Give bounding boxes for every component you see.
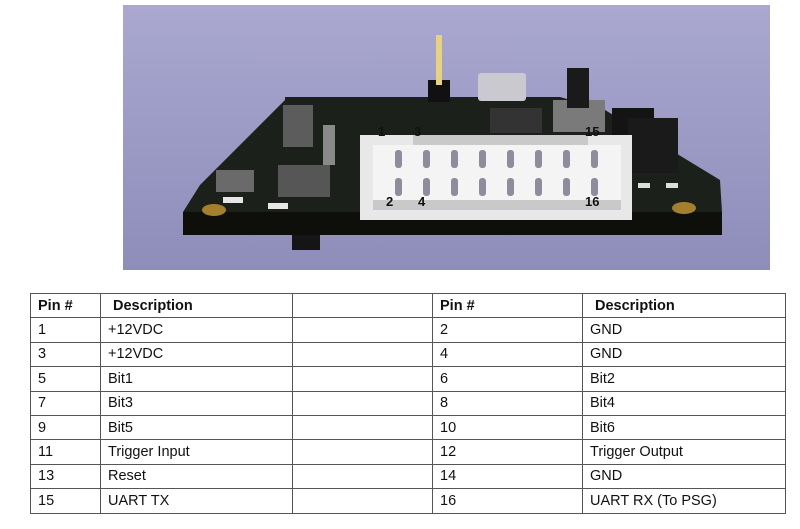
pin-number: 15 [30, 488, 101, 514]
pin-description: +12VDC [100, 317, 293, 343]
empty-cell [292, 341, 433, 368]
pin-number: 4 [432, 341, 583, 368]
header-description-left: Description [100, 292, 293, 319]
pin-label-3: 3 [414, 124, 421, 139]
usb-connector [478, 73, 526, 101]
connector-pin [479, 178, 486, 196]
pin-label-1: 1 [378, 124, 385, 139]
pin-number: 14 [432, 463, 583, 490]
pin-description: Trigger Input [100, 439, 293, 465]
pcb-tab [292, 235, 320, 250]
pin-number: 2 [432, 317, 583, 343]
led-right [638, 183, 650, 188]
empty-cell [292, 317, 433, 343]
connector-pin [395, 150, 402, 168]
connector-pin [563, 150, 570, 168]
pin-number: 9 [30, 414, 101, 441]
pin-number: 6 [432, 366, 583, 392]
connector-pin [479, 150, 486, 168]
table-header-row: Pin # Description Pin # Description [30, 292, 786, 319]
connector-pin [395, 178, 402, 196]
mount-hole-right [672, 202, 696, 214]
pin-number: 16 [432, 488, 583, 514]
pin-number: 7 [30, 390, 101, 416]
inductor-component [278, 165, 330, 197]
connector-pin [507, 178, 514, 196]
pin-description: GND [582, 317, 786, 343]
ic-chip [490, 108, 542, 133]
empty-cell [292, 390, 433, 416]
black-component [628, 118, 678, 173]
led-right [666, 183, 678, 188]
pin-number: 5 [30, 366, 101, 392]
pin-number: 1 [30, 317, 101, 343]
pin-description: Bit3 [100, 390, 293, 416]
pin-number: 13 [30, 463, 101, 490]
empty-cell [292, 463, 433, 490]
pin-label-4: 4 [418, 194, 426, 209]
smd-led [268, 203, 288, 209]
pin-number: 12 [432, 439, 583, 465]
connector-pin [591, 178, 598, 196]
pin-number: 11 [30, 439, 101, 465]
connector-pin [535, 150, 542, 168]
header-pin [436, 35, 442, 85]
pin-description: +12VDC [100, 341, 293, 368]
pin-description: Bit1 [100, 366, 293, 392]
pin-header [428, 80, 450, 102]
pin-description: GND [582, 463, 786, 490]
connector-top-rail [413, 135, 588, 145]
pin-description: UART TX [100, 488, 293, 514]
pcb-connector-render: 1 3 15 2 4 16 [123, 5, 770, 270]
pin-description: Bit2 [582, 366, 786, 392]
pin-number: 3 [30, 341, 101, 368]
connector-pin [423, 178, 430, 196]
pinout-table: Pin # Description Pin # Description 1+12… [30, 292, 786, 514]
regulator-component [216, 170, 254, 192]
connector-pin [451, 150, 458, 168]
pin-label-2: 2 [386, 194, 393, 209]
pin-description: Bit4 [582, 390, 786, 416]
connector-pin [423, 150, 430, 168]
pin-description: UART RX (To PSG) [582, 488, 786, 514]
pin-description: Reset [100, 463, 293, 490]
connector-pin [535, 178, 542, 196]
empty-cell [292, 439, 433, 465]
connector-bottom-rail [373, 200, 621, 210]
inductor-component [283, 105, 313, 147]
connector-inner [373, 145, 621, 210]
empty-cell [292, 488, 433, 514]
connector-pin [451, 178, 458, 196]
pin-description: GND [582, 341, 786, 368]
empty-cell [292, 366, 433, 392]
header-description-right: Description [582, 292, 786, 319]
pin-label-15: 15 [585, 124, 599, 139]
pin-number: 8 [432, 390, 583, 416]
pin-description: Trigger Output [582, 439, 786, 465]
pin-label-16: 16 [585, 194, 599, 209]
pin-number: 10 [432, 414, 583, 441]
connector-pin [591, 150, 598, 168]
pin-description: Bit6 [582, 414, 786, 441]
header-pin-right: Pin # [432, 292, 583, 319]
empty-cell [292, 414, 433, 441]
header-empty [292, 292, 433, 319]
flex-connector [323, 125, 335, 165]
header-pin-left: Pin # [30, 292, 101, 319]
pin-description: Bit5 [100, 414, 293, 441]
smd-led [223, 197, 243, 203]
connector-pin [563, 178, 570, 196]
mount-hole-left [202, 204, 226, 216]
connector-pin [507, 150, 514, 168]
push-button [567, 68, 589, 108]
